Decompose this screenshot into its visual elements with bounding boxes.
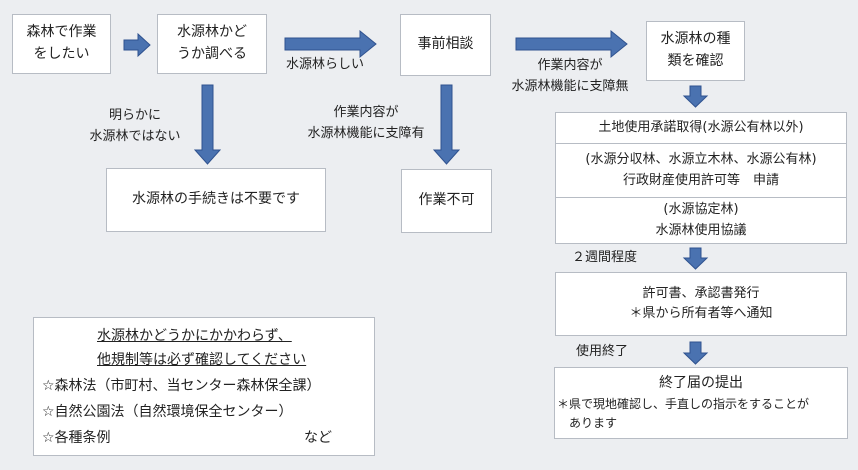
label-two-weeks: ２週間程度 [572, 248, 637, 269]
box-no-procedure-text: 水源林の手続きは不要です [132, 191, 300, 208]
box-confirm-type-line1: 水源林の種 [660, 31, 731, 48]
box-permit-line1: 許可書、承認書発行 [642, 285, 760, 301]
stack-admin-permit-line1: (水源分収林、水源立木林、水源公有林) [585, 152, 817, 168]
arrow-to-no-procedure [193, 84, 222, 165]
box-forest-work-line2: をしたい [33, 46, 90, 62]
box-consult: 事前相談 [400, 14, 491, 76]
label-no-hinder-line1: 作業内容が [537, 58, 603, 73]
box-confirm-type: 水源林の種 類を確認 [646, 21, 745, 81]
label-hinder: 作業内容が 水源林機能に支障有 [296, 103, 436, 145]
box-completion: 終了届の提出 ＊県で現地確認し、手直しの指示をすることが あります [554, 367, 848, 439]
label-hinder-line2: 水源林機能に支障有 [307, 125, 425, 141]
label-no-hinder: 作業内容が 水源林機能に支障無 [500, 56, 640, 98]
note-item-ordinances: ☆各種条例 [42, 430, 111, 446]
box-permit: 許可書、承認書発行 ＊県から所有者等へ通知 [555, 272, 847, 336]
label-work-done-text: 使用終了 [576, 344, 629, 359]
label-likely-source: 水源林らしい [286, 55, 364, 76]
stack-admin-permit-line2: 行政財産使用許可等 申請 [622, 172, 779, 188]
label-two-weeks-text: ２週間程度 [572, 250, 638, 265]
box-no-procedure: 水源林の手続きは不要です [106, 168, 326, 232]
label-hinder-line1: 作業内容が [333, 105, 399, 120]
stack-land-consent-text: 土地使用承諾取得(水源公有林以外) [598, 119, 804, 135]
stack-agreement-line1: (水源協定林) [663, 202, 739, 218]
note-item-forest-law: ☆森林法（市町村、当センター森林保全課） [42, 378, 321, 394]
box-check-source: 水源林かど うか調べる [157, 14, 267, 74]
stack-agreement: (水源協定林) 水源林使用協議 [555, 198, 847, 244]
note-other-regulations: 水源林かどうかにかかわらず、 他規制等は必ず確認してください ☆森林法（市町村、… [33, 317, 375, 456]
box-completion-title: 終了届の提出 [659, 375, 743, 391]
box-not-allowed-text: 作業不可 [418, 192, 475, 209]
arrow-to-permit [682, 247, 709, 270]
box-completion-note-line1: ＊県で現地確認し、手直しの指示をすることが [557, 396, 810, 411]
label-work-done: 使用終了 [576, 342, 628, 363]
arrow-to-not-allowed [432, 84, 461, 165]
box-confirm-type-line2: 類を確認 [667, 53, 724, 69]
box-permit-line2: ＊県から所有者等へ通知 [629, 306, 773, 321]
note-item-etc: など [304, 430, 332, 446]
arrow-to-consult [284, 29, 377, 59]
note-item-park-law: ☆自然公園法（自然環境保全センター） [42, 404, 293, 420]
note-heading-line2: 他規制等は必ず確認してください [97, 352, 307, 368]
note-heading-line1: 水源林かどうかにかかわらず、 [97, 328, 292, 344]
box-check-source-line2: うか調べる [177, 46, 247, 62]
stack-land-consent: 土地使用承諾取得(水源公有林以外) [555, 112, 847, 144]
label-likely-source-text: 水源林らしい [286, 57, 365, 72]
arrow-to-check [123, 32, 151, 58]
arrow-to-confirm [515, 29, 628, 59]
box-completion-note-line2: あります [569, 415, 618, 430]
stack-admin-permit: (水源分収林、水源立木林、水源公有林) 行政財産使用許可等 申請 [555, 144, 847, 198]
stack-agreement-line2: 水源林使用協議 [655, 222, 747, 238]
label-not-source-line2: 水源林ではない [89, 128, 181, 144]
arrow-to-completion [682, 341, 709, 365]
box-check-source-line1: 水源林かど [177, 24, 247, 41]
label-not-source-line1: 明らかに [108, 108, 161, 123]
arrow-to-stack [682, 85, 709, 108]
box-consult-text: 事前相談 [417, 36, 474, 53]
label-no-hinder-line2: 水源林機能に支障無 [511, 78, 629, 94]
label-not-source: 明らかに 水源林ではない [80, 106, 190, 148]
box-forest-work-line1: 森林で作業 [26, 24, 97, 41]
box-forest-work: 森林で作業 をしたい [12, 14, 111, 74]
box-not-allowed: 作業不可 [401, 169, 492, 233]
